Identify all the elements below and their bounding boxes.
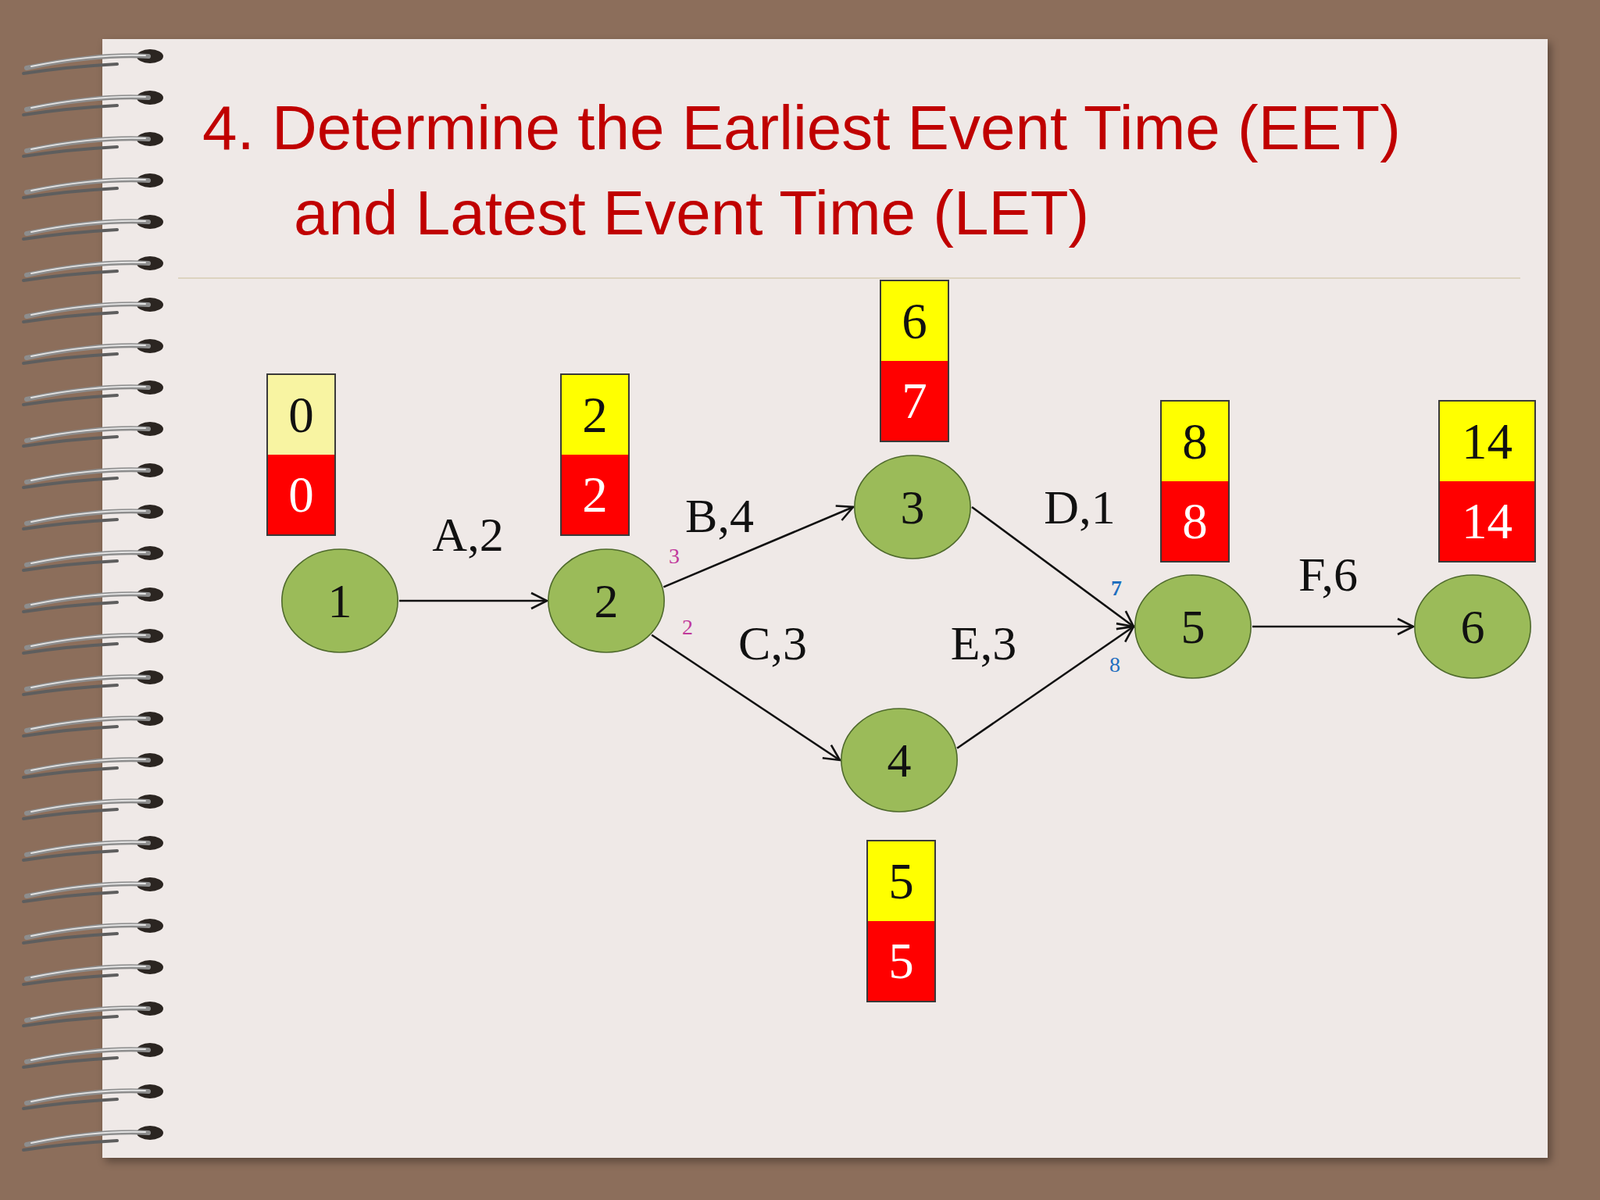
let-value: 0 [288, 469, 315, 521]
path-time-note: 8 [1109, 653, 1121, 676]
event-number: 5 [1181, 602, 1206, 651]
event-node: 3 [853, 453, 972, 561]
time-box: 00 [266, 373, 336, 536]
eet-cell: 5 [867, 841, 935, 922]
arrow-head [835, 506, 854, 521]
activity-label: C,3 [738, 618, 808, 668]
let-value: 5 [888, 935, 915, 987]
eet-cell: 14 [1439, 401, 1535, 482]
let-value: 2 [582, 469, 608, 521]
activity-label: D,1 [1043, 482, 1115, 532]
time-box: 88 [1160, 400, 1230, 563]
activity-label: E,3 [950, 618, 1017, 668]
activity-label: F,6 [1298, 550, 1358, 599]
event-number: 2 [594, 576, 619, 625]
arrow-head [1397, 618, 1414, 635]
event-node: 2 [546, 547, 666, 654]
activity-label: B,4 [685, 491, 754, 540]
event-outline [548, 549, 665, 653]
activity-arrow [1252, 618, 1414, 635]
slide-title: 4. Determine the Earliest Event Time (EE… [202, 85, 1433, 256]
path-time-note: 2 [682, 616, 693, 639]
let-value: 8 [1182, 496, 1208, 547]
eet-cell: 8 [1161, 401, 1229, 482]
time-box: 67 [879, 279, 950, 443]
eet-value: 2 [582, 389, 608, 441]
let-cell: 14 [1439, 481, 1535, 561]
spiral-binding [0, 0, 204, 1200]
eet-cell: 6 [881, 281, 948, 361]
eet-value: 14 [1461, 416, 1513, 468]
event-node: 6 [1413, 573, 1533, 680]
event-outline [1135, 575, 1251, 679]
path-time-note: 3 [668, 545, 680, 568]
let-cell: 0 [267, 454, 335, 535]
event-number: 6 [1460, 602, 1486, 651]
event-outline [1414, 575, 1531, 679]
let-value: 7 [901, 375, 928, 427]
event-number: 3 [900, 482, 925, 532]
let-value: 14 [1461, 496, 1513, 547]
let-cell: 7 [881, 360, 948, 441]
event-outline [854, 455, 971, 559]
eet-value: 0 [288, 389, 315, 441]
let-cell: 5 [867, 921, 935, 1001]
eet-value: 5 [888, 856, 915, 908]
activity-label: A,2 [432, 510, 504, 559]
event-node: 4 [839, 707, 959, 814]
arrow-head [822, 745, 840, 761]
eet-cell: 0 [267, 375, 335, 455]
activity-arrow [399, 592, 547, 609]
arrow-head [1116, 610, 1134, 627]
event-node: 5 [1133, 573, 1253, 680]
let-cell: 2 [561, 454, 629, 535]
title-rule [178, 277, 1521, 279]
event-outline [841, 708, 958, 812]
eet-value: 8 [1182, 416, 1208, 468]
arrow-head [531, 592, 547, 609]
arrow-line [399, 600, 547, 603]
let-cell: 8 [1161, 481, 1229, 561]
eet-value: 6 [901, 296, 928, 347]
time-box: 14 14 [1438, 400, 1536, 563]
eet-cell: 2 [561, 375, 629, 455]
time-box: 22 [560, 373, 630, 536]
arrow-line [1252, 625, 1414, 629]
event-number: 1 [328, 576, 353, 625]
event-node: 1 [280, 547, 400, 654]
event-number: 4 [887, 735, 912, 785]
arrow-head [1116, 626, 1134, 643]
path-time-note: 7 [1110, 577, 1122, 600]
event-outline [282, 549, 398, 653]
time-box: 55 [866, 839, 936, 1003]
